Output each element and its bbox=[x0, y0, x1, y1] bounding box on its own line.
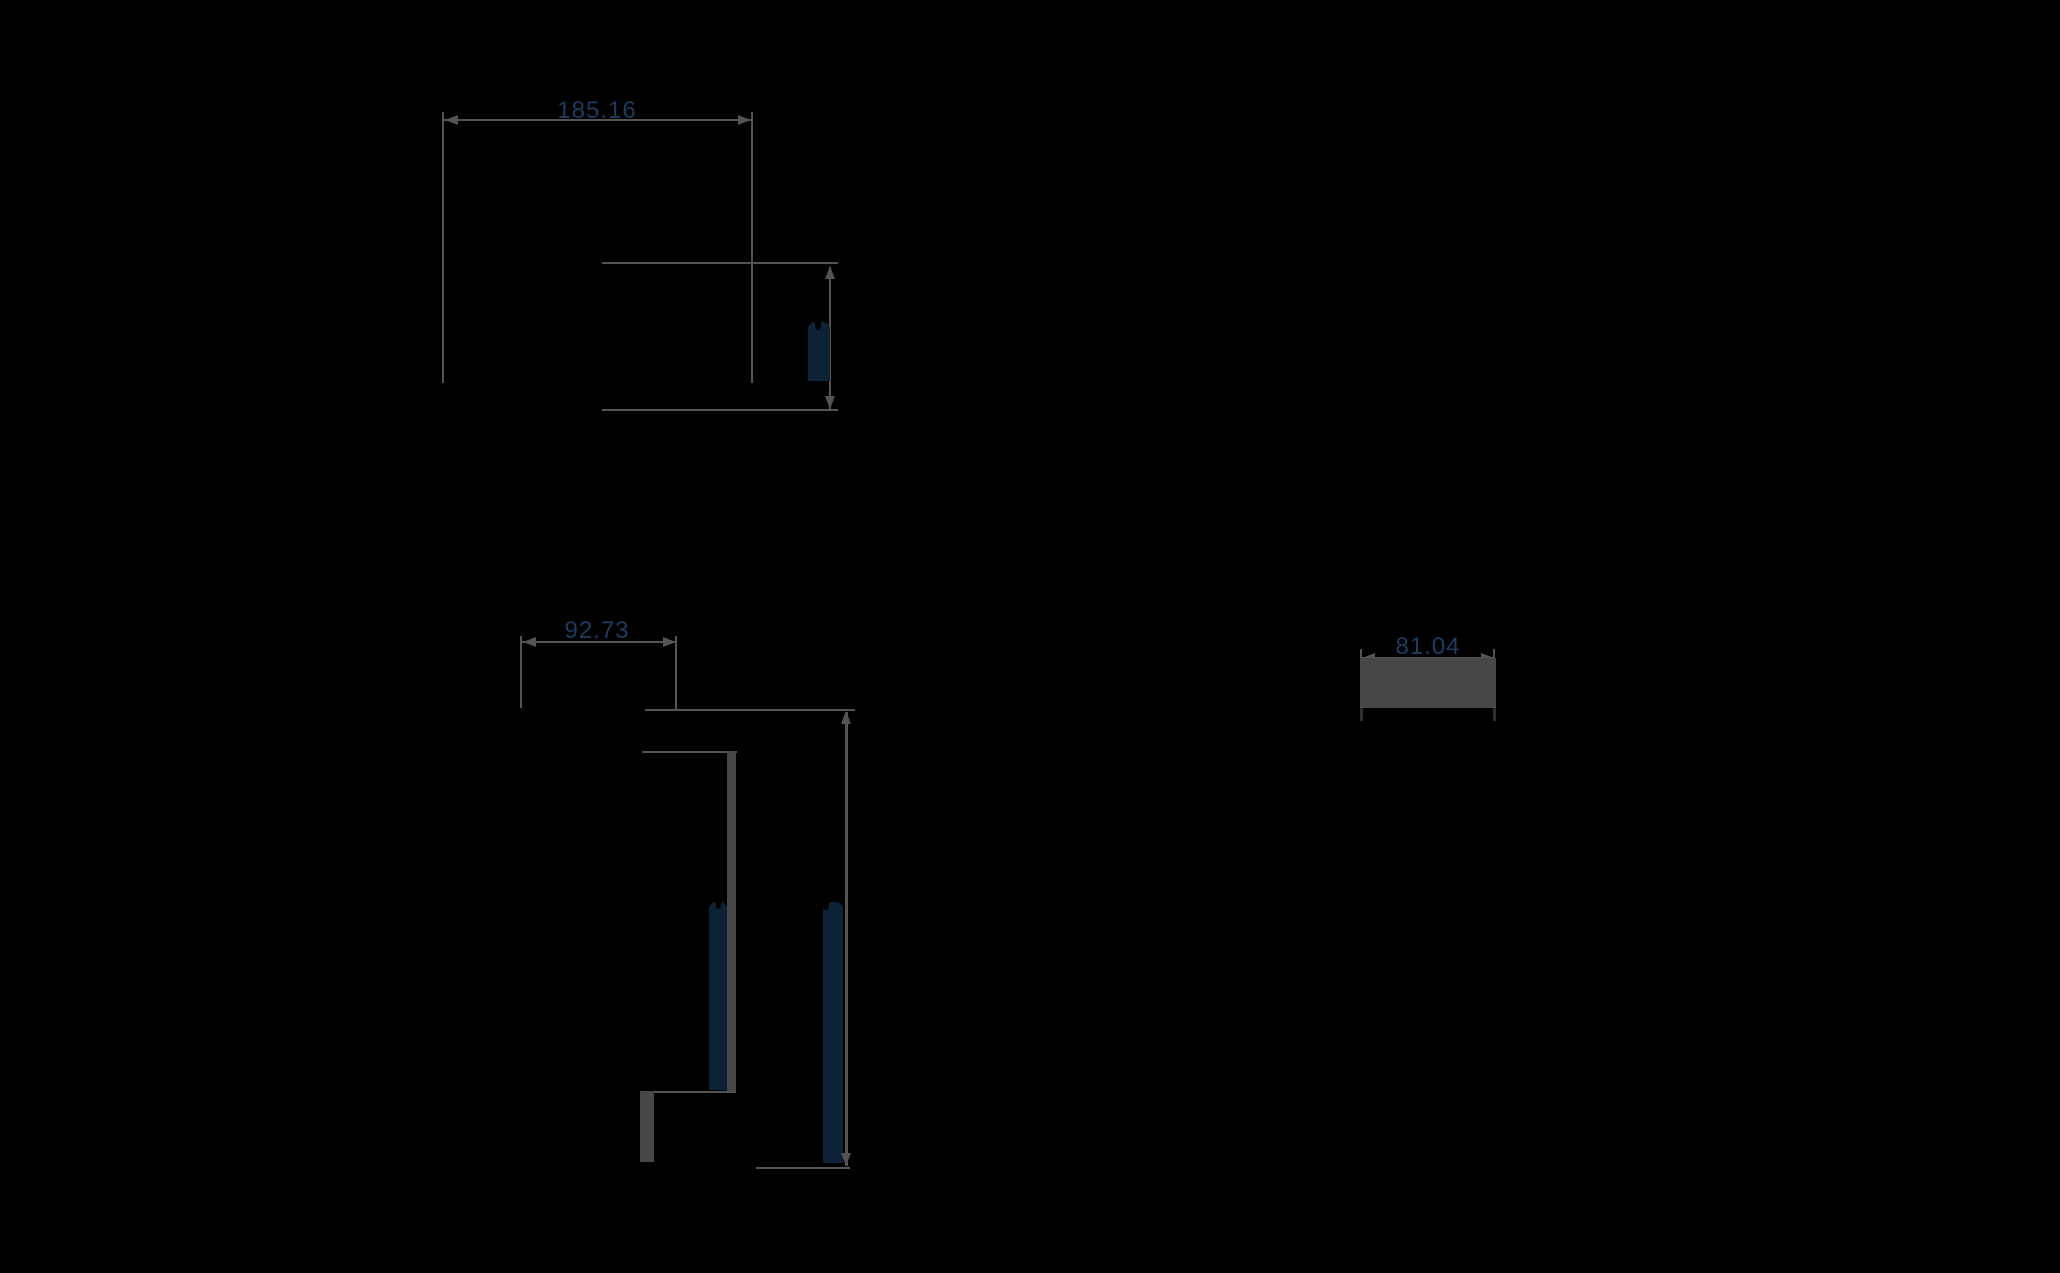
arrowhead-left-icon bbox=[445, 115, 458, 125]
vertical-dimension-line bbox=[845, 712, 848, 1166]
dimension-line bbox=[444, 119, 752, 121]
arrowhead-up-icon bbox=[825, 266, 835, 279]
arrowhead-left-icon bbox=[523, 637, 536, 647]
object-line-leg-left bbox=[1360, 708, 1363, 721]
extension-line-right bbox=[675, 636, 677, 710]
object-line-step-edge bbox=[642, 751, 737, 753]
seal-profile-outer-notch bbox=[823, 902, 829, 910]
arrowhead-down-icon bbox=[841, 1153, 851, 1166]
seal-profile bbox=[808, 322, 830, 381]
arrowhead-right-icon bbox=[738, 115, 751, 125]
dimension-line bbox=[522, 641, 677, 643]
seal-profile-inner bbox=[709, 902, 727, 1090]
object-line-lower-edge bbox=[640, 1091, 736, 1093]
object-line-bottom-edge bbox=[756, 1167, 850, 1169]
arrowhead-up-icon bbox=[841, 711, 851, 724]
seal-profile-outer bbox=[823, 902, 843, 1163]
section-wall bbox=[727, 751, 736, 1092]
extension-line-left bbox=[520, 636, 522, 708]
extension-line-right bbox=[751, 112, 753, 383]
arrowhead-down-icon bbox=[825, 396, 835, 409]
section-wall-lower bbox=[640, 1091, 654, 1162]
arrowhead-right-icon bbox=[663, 637, 676, 647]
dimension-label-width: 185.16 bbox=[557, 97, 637, 124]
object-line-leg-right bbox=[1493, 708, 1496, 721]
dimension-label-width: 92.73 bbox=[564, 617, 630, 644]
extension-line-left bbox=[442, 112, 444, 383]
vertical-dimension-line bbox=[829, 267, 831, 409]
object-line-bottom-edge bbox=[602, 409, 838, 411]
dimension-label-width: 81.04 bbox=[1395, 633, 1461, 660]
seal-profile-notch bbox=[815, 322, 821, 330]
object-line-top-edge bbox=[602, 262, 838, 264]
section-solid-block bbox=[1360, 658, 1496, 708]
object-line-top-edge bbox=[645, 709, 855, 711]
extension-tick-right bbox=[1493, 649, 1495, 665]
seal-profile-inner-notch bbox=[716, 902, 721, 909]
